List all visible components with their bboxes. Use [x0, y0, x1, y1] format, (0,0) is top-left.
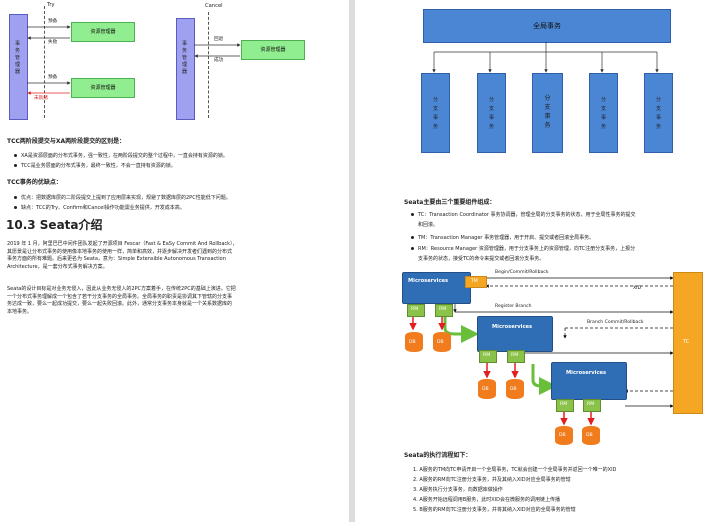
- flow-step-3: 3. A服务执行分支事务，向数据库做操作: [413, 487, 503, 493]
- tm-right-box: 事务管理器: [176, 18, 195, 120]
- branch-tx-box-3: 分 支 事 务: [532, 73, 563, 153]
- global-tx-connectors: [432, 42, 659, 73]
- flow-heading: Seata的执行流程如下：: [404, 452, 472, 459]
- rm-bottom-left-box: 资源管理器: [71, 78, 135, 98]
- design-paragraph: Seata的设计目标是对业务无侵入，因此从业务无侵入的2PC方案着手，在传统2P…: [7, 286, 236, 315]
- db-3b: DB: [582, 426, 600, 445]
- db-2a: DB: [478, 379, 496, 399]
- arrow-label-preparing-bottom: 预备: [48, 75, 58, 80]
- component-rm-cont: 支事务的状态，接受TC的命令来提交或者回滚分支事务。: [418, 256, 545, 262]
- db-3a: DB: [555, 426, 573, 445]
- branch-tx-box-4: 分 支 事 务: [589, 73, 618, 153]
- global-tx-box: 全局事务: [423, 9, 671, 43]
- proscons-item-2: 缺点：TCC的Try、Confirm和Cancel操作功能需业务提供，开发成本高…: [14, 205, 185, 212]
- diff-item-2: TCC是业务层面的分布式事务，最终一致性，不会一直持有资源的锁。: [14, 163, 176, 170]
- component-rm: RM：Resource Manager 资源管理器，用于分支事务上的资源管理，向…: [411, 246, 635, 253]
- rm-bottom-left-label: 资源管理器: [90, 85, 116, 91]
- arrow-label-failed: 失败: [48, 40, 58, 45]
- page-gutter: [349, 0, 355, 522]
- microservices-2: Microservices: [477, 316, 553, 352]
- db-1b: DB: [433, 332, 451, 352]
- rm-top-left-box: 资源管理器: [71, 22, 135, 42]
- begin-commit-rollback-label: Begin/Commit/Rollback: [495, 270, 549, 275]
- tm-left-box: 事务管理器: [9, 14, 28, 120]
- flow-step-2: 2. A服务的RM向TC注册分支事务，并及其纳入XID对应全局事务的管辖: [413, 477, 571, 483]
- flow-step-5: 5. B服务的RM向TC注册分支事务，并将其纳入XID对应的全局事务的管辖: [413, 507, 576, 513]
- diff-heading: TCC两阶段提交与XA两阶段提交的区别是：: [7, 138, 126, 145]
- rm-badge-2b: RM: [507, 350, 525, 363]
- xid-label: XID: [633, 286, 642, 291]
- branch-tx-box-5: 分 支 事 务: [644, 73, 673, 153]
- rm-right-box: 资源管理器: [241, 40, 305, 60]
- rm-right-label: 资源管理器: [260, 47, 286, 53]
- branch-tx-box-1: 分 支 事 务: [421, 73, 450, 153]
- left-page: Try Cancel 事务管理器 资源管理器 资源管理器 事务管理器 资源管理器: [0, 0, 349, 522]
- rm-badge-3a: RM: [556, 399, 574, 412]
- cancel-label: Cancel: [205, 3, 223, 9]
- try-label: Try: [47, 2, 55, 8]
- register-branch-label: Register Branch: [495, 304, 532, 309]
- diff-item-1: XA是资源层面的分布式事务，强一致性，在两阶段提交的整个过程中，一直会持有资源的…: [14, 153, 228, 160]
- rm-top-left-label: 资源管理器: [90, 29, 116, 35]
- seata-arch-lines: [409, 276, 674, 426]
- flow-step-4: 4. A服务开始远程调用B服务，此时XID会在微服务的调用链上传播: [413, 497, 560, 503]
- tc-label: TC: [683, 339, 690, 345]
- branch-tx-box-2: 分 支 事 务: [477, 73, 506, 153]
- component-tc: TC：Transaction Coordinator 事务协调器，管理全局的分支…: [411, 212, 636, 219]
- component-tm: TM：Transaction Manager 事务管理器，用于开启、提交或者回滚…: [411, 235, 594, 242]
- microservices-3-label: Microservices: [566, 370, 607, 376]
- tcc-arrows: [27, 25, 241, 95]
- arrow-label-not-ready: 未就绪: [34, 96, 48, 101]
- microservices-1: Microservices: [402, 272, 471, 304]
- rm-badge-2a: RM: [479, 350, 497, 363]
- rm-badge-3b: RM: [583, 399, 601, 412]
- rm-badge-1a: RM: [407, 304, 425, 317]
- db-2b: DB: [506, 379, 524, 399]
- tcc-diagram: Try Cancel 事务管理器 资源管理器 资源管理器 事务管理器 资源管理器: [0, 0, 349, 122]
- proscons-item-1: 优点：把数据库层的二阶段提交上提到了应用层来实现，规避了数据库层的2PC性能低下…: [14, 195, 231, 202]
- global-tx-diagram: 全局事务 分 支 事 务 分 支 事 务 分 支 事 务 分 支 事 务 分: [355, 0, 704, 170]
- component-tc-cont: 和回滚。: [418, 222, 439, 228]
- section-title: 10.3 Seata介绍: [6, 218, 103, 232]
- arrow-label-preparing-top: 预备: [48, 19, 58, 24]
- branch-commit-rollback-label: Branch Commit/Rollback: [587, 320, 644, 325]
- tm-left-label: 事务管理器: [15, 41, 21, 75]
- components-heading: Seata主要由三个重要组件组成：: [404, 199, 496, 206]
- right-page: 全局事务 分 支 事 务 分 支 事 务 分 支 事 务 分 支 事 务 分: [355, 0, 704, 522]
- microservices-1-label: Microservices: [408, 278, 449, 284]
- tm-right-label: 事务管理器: [182, 41, 188, 75]
- global-tx-label: 全局事务: [533, 22, 561, 30]
- tc-block: TC: [673, 272, 703, 414]
- flow-step-1: 1. A服务的TM向TC申请开启一个全局事务，TC就会创建一个全局事务并返回一个…: [413, 467, 617, 473]
- arrow-label-rollback: 回退: [214, 37, 224, 42]
- tm-badge: TM: [465, 276, 487, 288]
- seata-architecture-diagram: TC Microservices TM RM RM DB DB Microser…: [355, 266, 704, 446]
- intro-paragraph: 2019 年 1 月，阿里巴巴中间件团队发起了开源项目 Fescar（Fast …: [7, 241, 238, 270]
- arrow-label-success: 成功: [214, 58, 224, 63]
- microservices-3: Microservices: [551, 362, 627, 400]
- microservices-2-label: Microservices: [492, 324, 533, 330]
- proscons-heading: TCC事务的优缺点：: [7, 179, 62, 186]
- db-1a: DB: [405, 332, 423, 352]
- rm-badge-1b: RM: [435, 304, 453, 317]
